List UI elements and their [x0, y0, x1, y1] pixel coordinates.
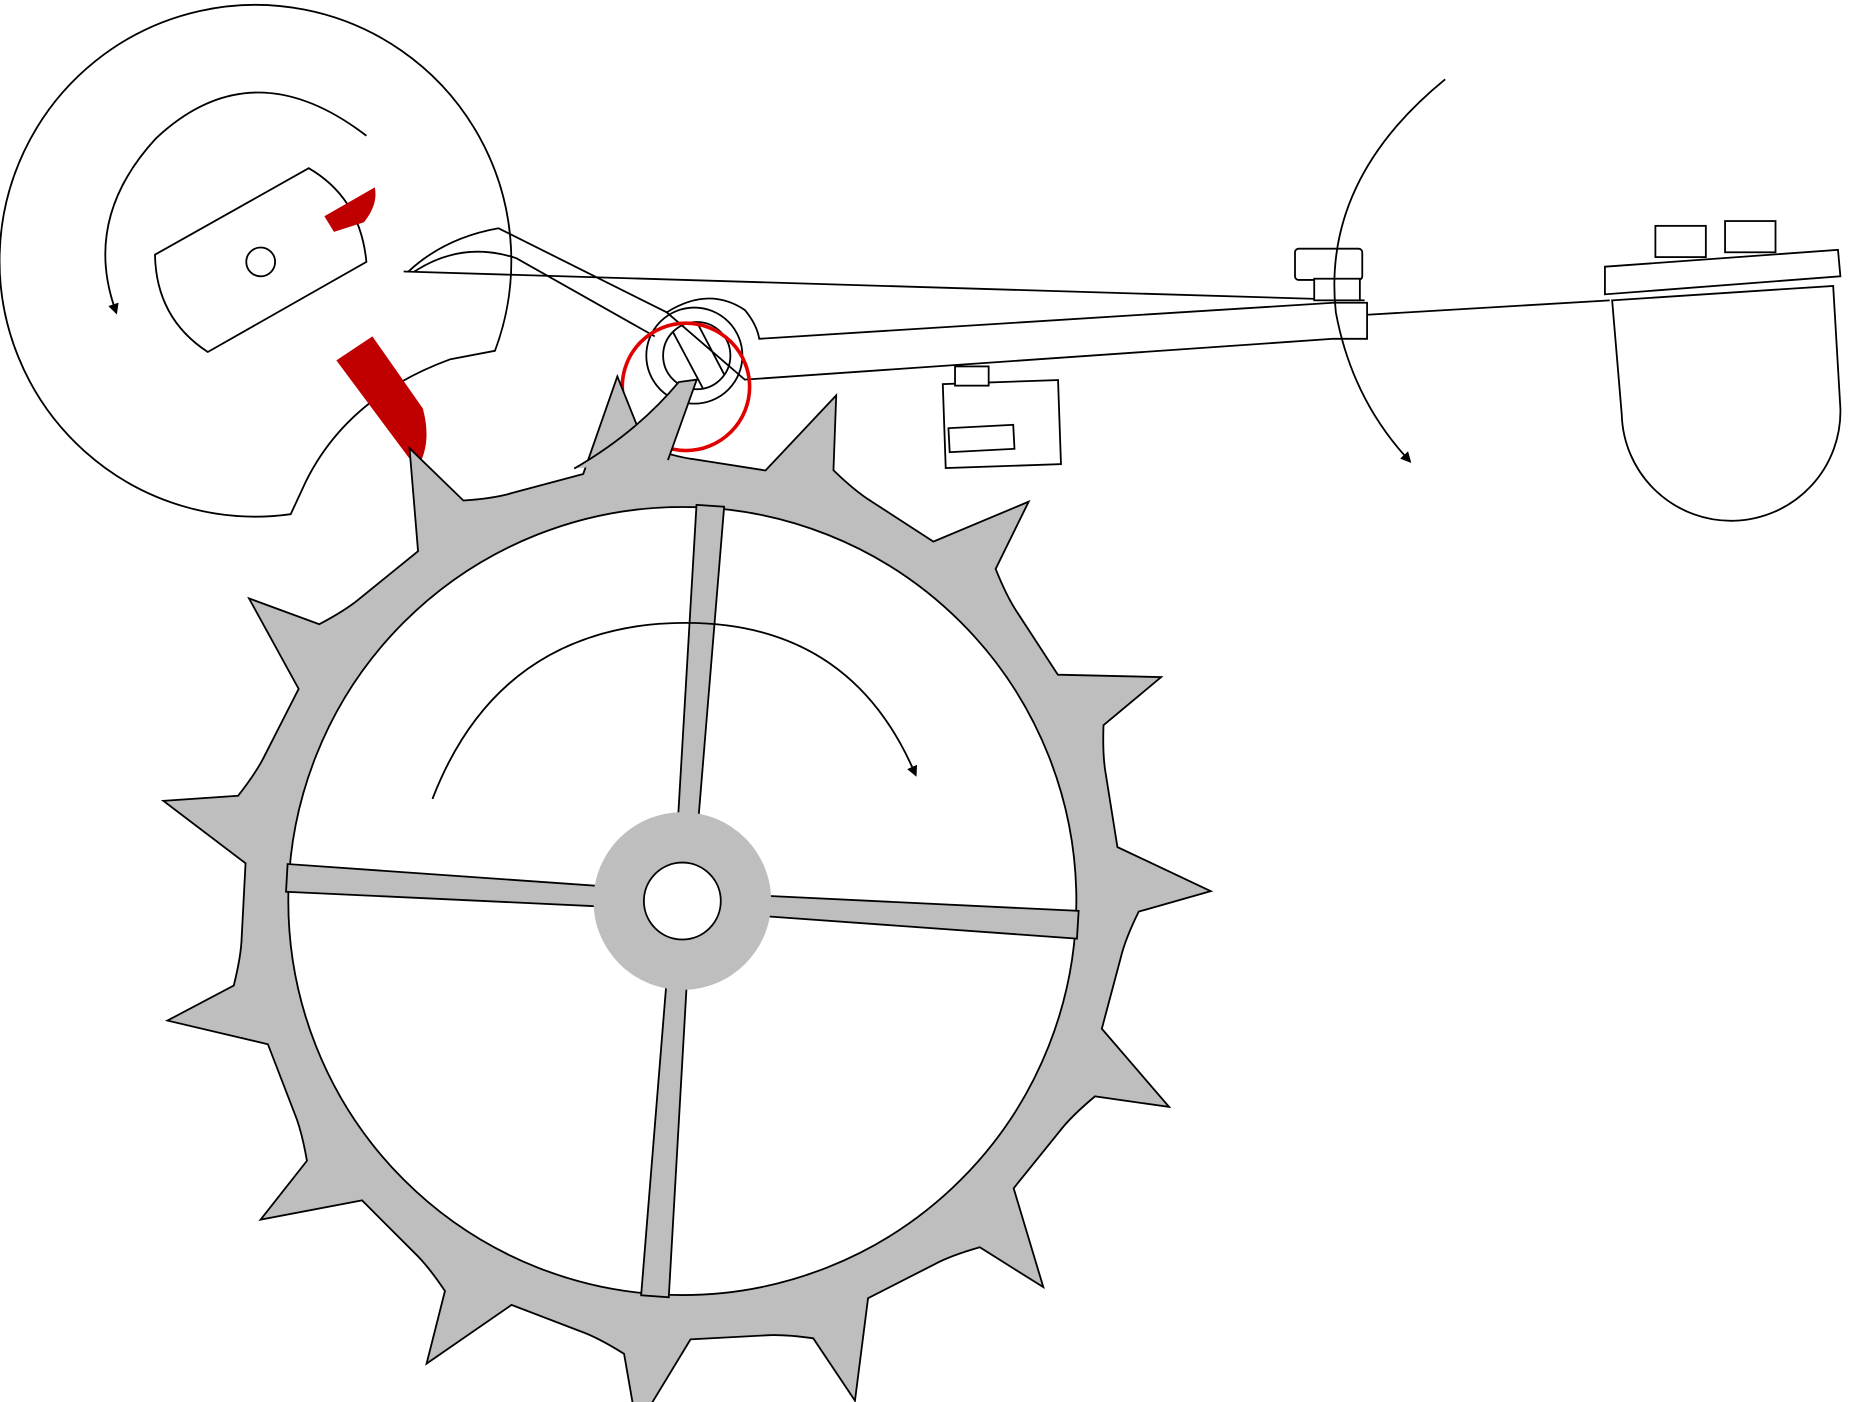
detent-body: [1604, 248, 1842, 296]
banking-block: [941, 379, 1062, 470]
detent-foot: [1313, 277, 1361, 302]
escape-wheel: [160, 373, 1214, 1402]
gold-spring: [413, 250, 656, 338]
roller-rotation-arrow: [104, 91, 367, 315]
banking-screw: [954, 365, 990, 387]
gold-spring-upper: [407, 227, 668, 314]
detent-screw-head: [1294, 247, 1364, 281]
detent: [403, 78, 1842, 522]
wheel-arbor-hole: [642, 861, 722, 941]
discharge-pallet: [336, 336, 427, 469]
passing-spring: [403, 270, 1365, 302]
detent-screw-1: [1654, 224, 1707, 258]
detent-blade: [665, 297, 1368, 381]
detent-screw-2: [1724, 220, 1777, 254]
balance-roller: [0, 4, 513, 518]
detent-support: [1611, 284, 1842, 522]
locking-tooth: [573, 378, 699, 470]
detent-spring: [1367, 299, 1610, 316]
impulse-pallet: [324, 187, 376, 232]
roller-arbor: [245, 246, 276, 278]
wheel-rotation-arrow: [431, 622, 918, 800]
banking-slot: [947, 423, 1016, 454]
detent-rotation-arrow: [1333, 78, 1446, 463]
